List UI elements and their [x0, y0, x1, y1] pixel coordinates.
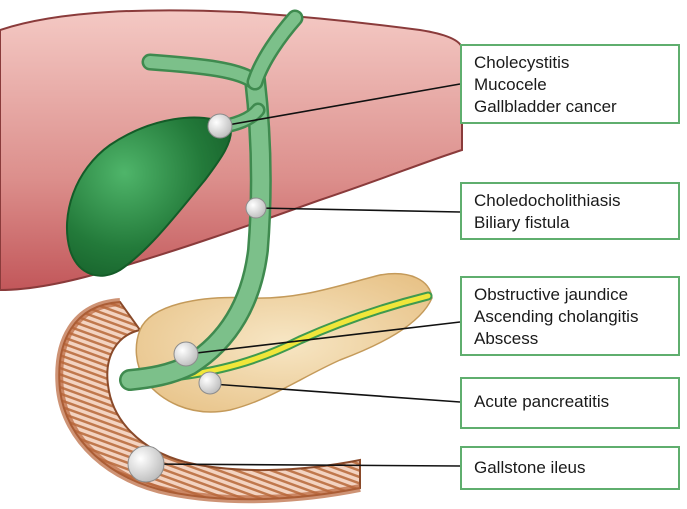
- callout-bile-duct: Choledocholithiasis Biliary fistula: [460, 182, 680, 240]
- gallstone-cystic-duct: [208, 114, 232, 138]
- gallstone-bile-duct: [246, 198, 266, 218]
- callout-gallbladder: Cholecystitis Mucocele Gallbladder cance…: [460, 44, 680, 124]
- callout-text: Gallbladder cancer: [474, 96, 668, 118]
- callout-text: Acute pancreatitis: [474, 391, 668, 413]
- callout-text: Abscess: [474, 328, 668, 350]
- callout-text: Obstructive jaundice: [474, 284, 668, 306]
- gallstone-ampulla: [174, 342, 198, 366]
- callout-text: Choledocholithiasis: [474, 190, 668, 212]
- callout-text: Cholecystitis: [474, 52, 668, 74]
- callout-text: Gallstone ileus: [474, 457, 668, 479]
- callout-text: Mucocele: [474, 74, 668, 96]
- gallstone-pancreatic: [199, 372, 221, 394]
- callout-intestine: Gallstone ileus: [460, 446, 680, 490]
- callout-ampulla: Obstructive jaundice Ascending cholangit…: [460, 276, 680, 356]
- callout-text: Ascending cholangitis: [474, 306, 668, 328]
- gallstone-intestine: [128, 446, 164, 482]
- callout-pancreas: Acute pancreatitis: [460, 377, 680, 429]
- callout-text: Biliary fistula: [474, 212, 668, 234]
